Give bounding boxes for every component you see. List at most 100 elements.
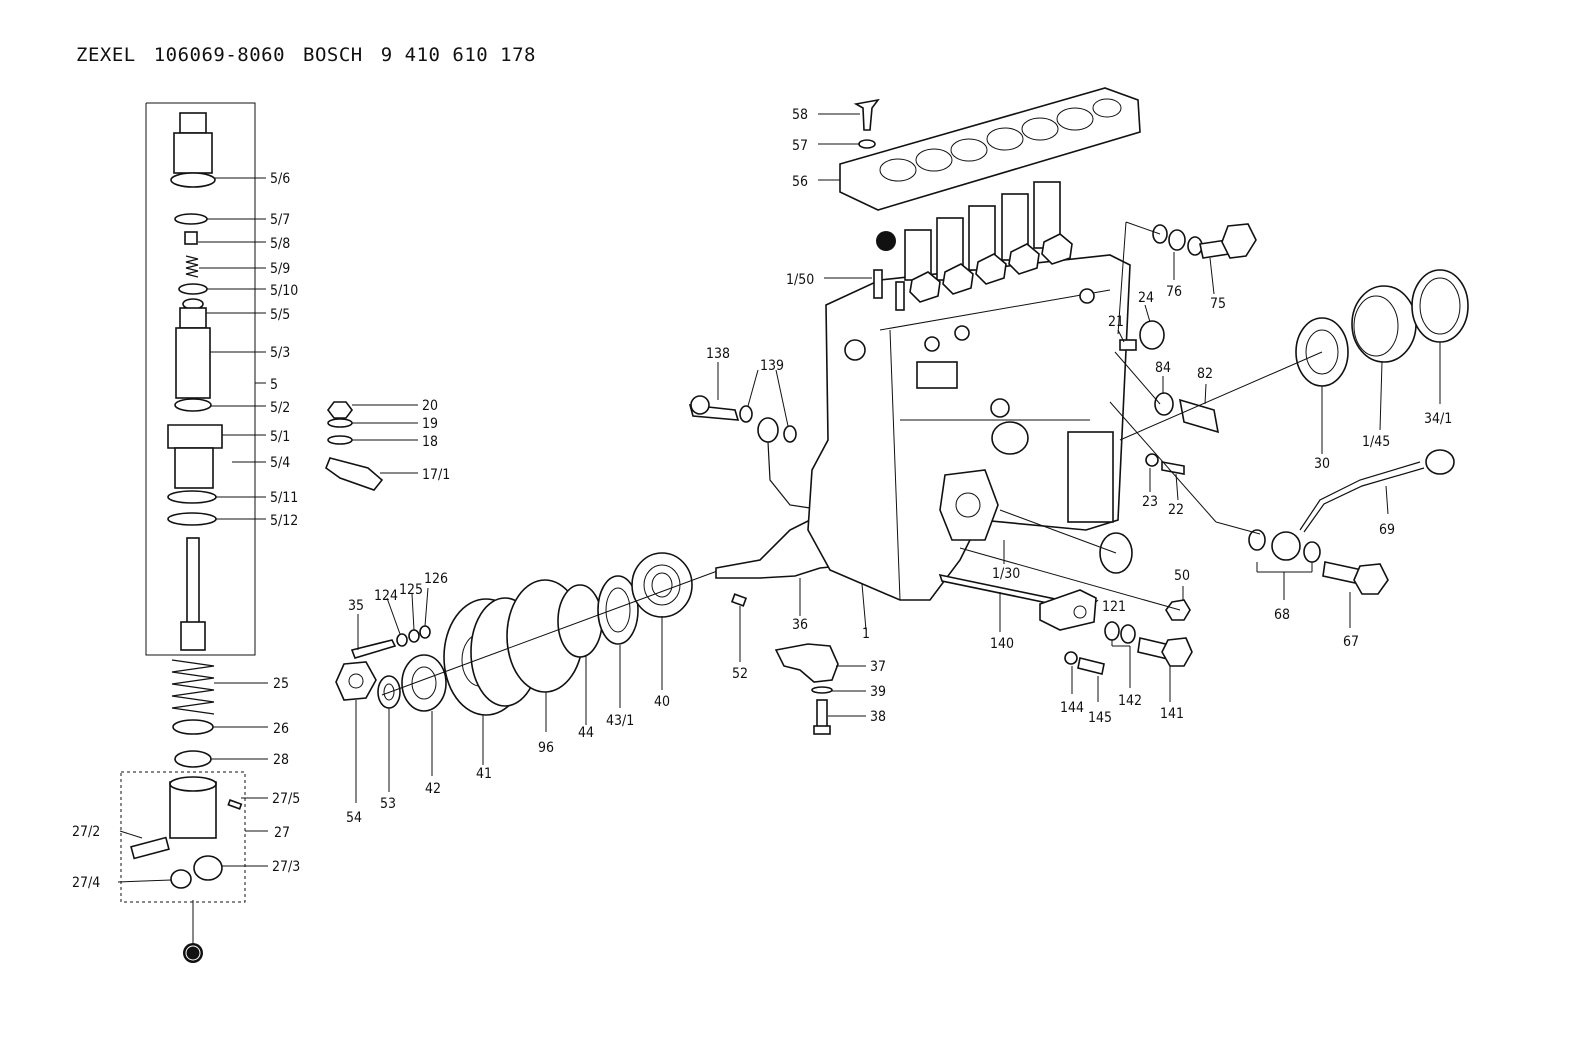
label-22: 22 [1168, 502, 1184, 518]
banjo-fitting [757, 417, 779, 443]
label-36: 36 [792, 617, 808, 633]
housing-port-1 [844, 339, 866, 361]
label-57: 57 [792, 138, 808, 154]
ring-44 [557, 584, 603, 658]
washer-76b [1168, 229, 1186, 251]
label-1-30: 1/30 [992, 566, 1020, 582]
label-5-6: 5/6 [270, 171, 290, 187]
washer-68b [1303, 541, 1321, 563]
bolt-141-head [1161, 637, 1193, 667]
bushing-27-4 [170, 869, 192, 889]
label-5-9: 5/9 [270, 261, 290, 277]
label-145: 145 [1088, 710, 1112, 726]
label-42: 42 [425, 781, 441, 797]
feed-pump-mount [939, 469, 999, 541]
washer-57 [858, 139, 876, 149]
sleeve-body [174, 447, 214, 489]
holder-nut-2 [942, 263, 974, 295]
pump-housing [807, 254, 1131, 631]
bracket-group [325, 401, 418, 491]
plunger-spring-25 [171, 659, 215, 715]
rear-bearing-group [1119, 269, 1469, 454]
lower-right-group [938, 509, 1193, 702]
seal-43-1 [597, 575, 639, 645]
nut-20 [327, 401, 353, 419]
label-5-12: 5/12 [270, 513, 298, 529]
washer-139a [739, 405, 753, 423]
stud-1-50 [873, 269, 883, 299]
holder-nut-3 [975, 253, 1007, 285]
spring-5-9 [185, 255, 199, 278]
label-126: 126 [424, 571, 448, 587]
washer-142b [1120, 624, 1136, 644]
label-142: 142 [1118, 693, 1142, 709]
washer-142a [1104, 621, 1120, 641]
o-ring-5-7 [174, 213, 208, 225]
washer-84 [1154, 392, 1174, 416]
valve-holder-top [179, 112, 207, 134]
label-23: 23 [1142, 494, 1158, 510]
holder-nut-4 [1008, 243, 1040, 275]
spring-seat-26 [172, 719, 214, 735]
label-69: 69 [1379, 522, 1395, 538]
label-27-3: 27/3 [272, 859, 300, 875]
banjo-68 [1271, 531, 1301, 561]
label-38: 38 [870, 709, 886, 725]
gasket-17-1 [325, 457, 384, 491]
label-5-3: 5/3 [270, 345, 290, 361]
label-25: 25 [273, 676, 289, 692]
roller-pin-27-2 [130, 836, 170, 860]
label-50: 50 [1174, 568, 1190, 584]
overflow-pipe [767, 441, 811, 509]
side-fittings [1114, 304, 1220, 434]
washer-125 [408, 629, 420, 643]
label-125: 125 [399, 582, 423, 598]
screw-group-22-23 [1145, 453, 1185, 501]
control-sleeve-5-1 [167, 424, 223, 449]
label-30: 30 [1314, 456, 1330, 472]
label-17-1: 17/1 [422, 467, 450, 483]
label-1-50: 1/50 [786, 272, 814, 288]
label-5-8: 5/8 [270, 236, 290, 252]
pipe-end-fitting [1425, 449, 1455, 475]
pipe-group [1109, 401, 1455, 628]
washer-124 [396, 633, 408, 647]
washer-126 [419, 625, 431, 639]
label-5-1: 5/1 [270, 429, 290, 445]
ring-5-11 [167, 490, 217, 504]
delivery-valve-holders [824, 181, 1073, 311]
callout-labels: 5/6 5/7 5/8 5/9 5/10 5/5 5/3 5 5/2 5/1 5… [72, 107, 1452, 891]
holder-nut-5 [1041, 233, 1073, 265]
label-5-5: 5/5 [270, 307, 290, 323]
label-43-1: 43/1 [606, 713, 634, 729]
pipe-69 [1299, 461, 1421, 531]
drive-axis [381, 569, 721, 696]
label-144: 144 [1060, 700, 1084, 716]
screw-22 [1161, 461, 1185, 475]
label-121: 121 [1102, 599, 1126, 615]
label-82: 82 [1197, 366, 1213, 382]
label-34-1: 34/1 [1424, 411, 1452, 427]
marker-dot-icon [876, 231, 896, 251]
plug-24 [1139, 320, 1165, 350]
seal-42 [401, 654, 447, 712]
nut-50 [1165, 599, 1191, 621]
roller-27-3 [193, 855, 223, 881]
element-group-frame [145, 102, 256, 656]
bearing-40 [631, 552, 693, 618]
label-27-5: 27/5 [272, 791, 300, 807]
brand-bosch: BOSCH [303, 44, 363, 66]
stud-21 [1119, 339, 1137, 351]
label-96: 96 [538, 740, 554, 756]
label-39: 39 [870, 684, 886, 700]
stud-1-50-b [895, 281, 905, 311]
bolt-138-head [690, 395, 710, 415]
bolt-38 [816, 699, 828, 729]
ring-5-12 [167, 512, 217, 526]
bolt-38-head [813, 725, 831, 735]
leaders-left [117, 177, 268, 883]
label-52: 52 [732, 666, 748, 682]
label-26: 26 [273, 721, 289, 737]
